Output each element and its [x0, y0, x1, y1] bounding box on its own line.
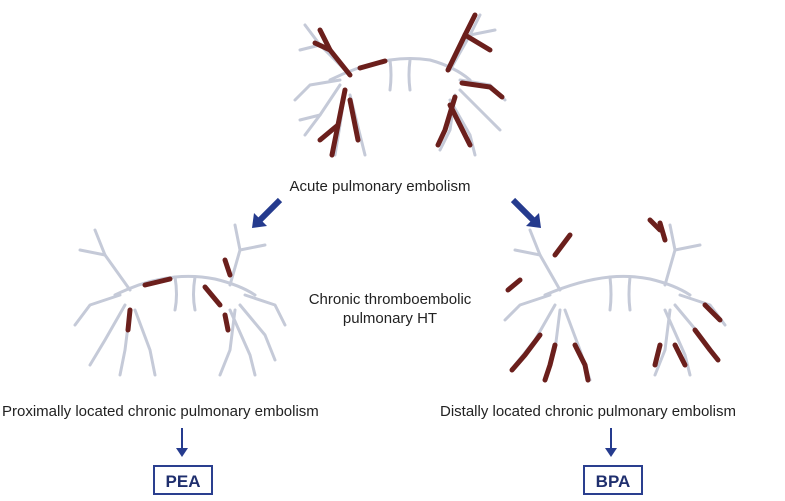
arrow-down-right-bpa-icon [605, 428, 617, 457]
acute-embolism-tree-diagram [293, 12, 507, 158]
distal-embolism-tree-diagram [503, 217, 727, 383]
arrow-down-left-icon [252, 197, 283, 228]
arrow-down-right-icon [510, 197, 541, 228]
bpa-box: BPA [583, 465, 643, 495]
arrow-down-left-pea-icon [176, 428, 188, 457]
distal-embolism-label: Distally located chronic pulmonary embol… [440, 403, 736, 420]
chronic-cteph-label-line1: Chronic thromboembolic [308, 291, 472, 308]
pea-box: PEA [153, 465, 213, 495]
proximal-embolism-label: Proximally located chronic pulmonary emb… [2, 403, 319, 420]
proximal-embolism-tree-diagram [73, 223, 287, 377]
chronic-cteph-label-line2: pulmonary HT [342, 310, 438, 327]
acute-embolism-label: Acute pulmonary embolism [289, 178, 471, 195]
